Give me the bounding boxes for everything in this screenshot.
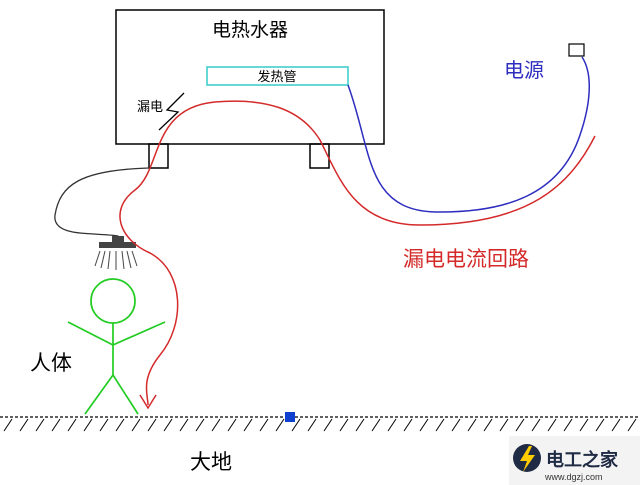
human-label: 人体	[30, 351, 72, 375]
water-heater-title: 电热水器	[212, 19, 288, 41]
leakage-circuit-label: 漏电电流回路	[403, 247, 529, 271]
leak-spark-icon	[158, 92, 185, 131]
ground-hatch-line	[51, 418, 61, 432]
ground-hatch-line	[307, 418, 317, 432]
ground-hatch-line	[563, 418, 573, 432]
ground-hatch-line	[83, 418, 93, 432]
ground-hatch-line	[131, 418, 141, 432]
ground-hatch-line	[355, 418, 365, 432]
ground-hatch-line	[483, 418, 493, 432]
ground-hatch-line	[579, 418, 589, 432]
ground-hatch-line	[387, 418, 397, 432]
ground-hatch-line	[35, 418, 45, 432]
ground-hatch-line	[275, 418, 285, 432]
ground-hatch-line	[291, 418, 301, 432]
watermark: 电工之家 www.dgzj.com	[509, 436, 640, 485]
shower-head-icon	[94, 236, 138, 270]
ground-hatch-line	[211, 418, 221, 432]
ground-hatch-line	[115, 418, 125, 432]
leakage-current-arrow-icon	[139, 394, 157, 410]
heater-foot-left	[148, 143, 169, 169]
ground-hatch-line	[19, 418, 29, 432]
ground-hatch-line	[99, 418, 109, 432]
ground-hatch-line	[499, 418, 509, 432]
human-figure-icon	[67, 278, 166, 415]
ground-hatch-line	[3, 418, 13, 432]
ground-hatch-line	[371, 418, 381, 432]
ground-hatching	[3, 418, 637, 432]
ground-hatch-line	[547, 418, 557, 432]
ground-hatch-line	[179, 418, 189, 432]
ground-hatch-line	[195, 418, 205, 432]
ground-hatch-line	[147, 418, 157, 432]
ground-hatch-line	[227, 418, 237, 432]
ground-label: 大地	[190, 450, 232, 474]
ground-hatch-line	[515, 418, 525, 432]
ground-hatch-line	[259, 418, 269, 432]
leakage-current-path	[119, 100, 596, 406]
heating-element-label: 发热管	[257, 69, 296, 85]
water-heater-body	[115, 9, 385, 145]
ground-hatch-line	[451, 418, 461, 432]
power-label: 电源	[504, 58, 544, 82]
ground-hatch-line	[243, 418, 253, 432]
ground-hatch-line	[627, 418, 637, 432]
heater-foot-right	[309, 143, 330, 169]
ground-hatch-line	[419, 418, 429, 432]
power-plug-icon	[568, 43, 585, 57]
ground-hatch-line	[611, 418, 621, 432]
ground-marker-icon	[285, 412, 295, 422]
leak-label: 漏电	[137, 99, 163, 115]
ground-hatch-line	[163, 418, 173, 432]
ground-hatch-line	[323, 418, 333, 432]
ground-hatch-line	[67, 418, 77, 432]
ground-hatch-line	[595, 418, 605, 432]
ground-hatch-line	[339, 418, 349, 432]
watermark-url: www.dgzj.com	[544, 472, 603, 482]
watermark-brand: 电工之家	[546, 449, 619, 471]
ground-hatch-line	[531, 418, 541, 432]
water-hose	[54, 167, 150, 244]
ground-hatch-line	[403, 418, 413, 432]
power-cable	[347, 56, 590, 213]
ground-hatch-line	[435, 418, 445, 432]
ground-hatch-line	[467, 418, 477, 432]
heating-element-box	[206, 66, 349, 86]
